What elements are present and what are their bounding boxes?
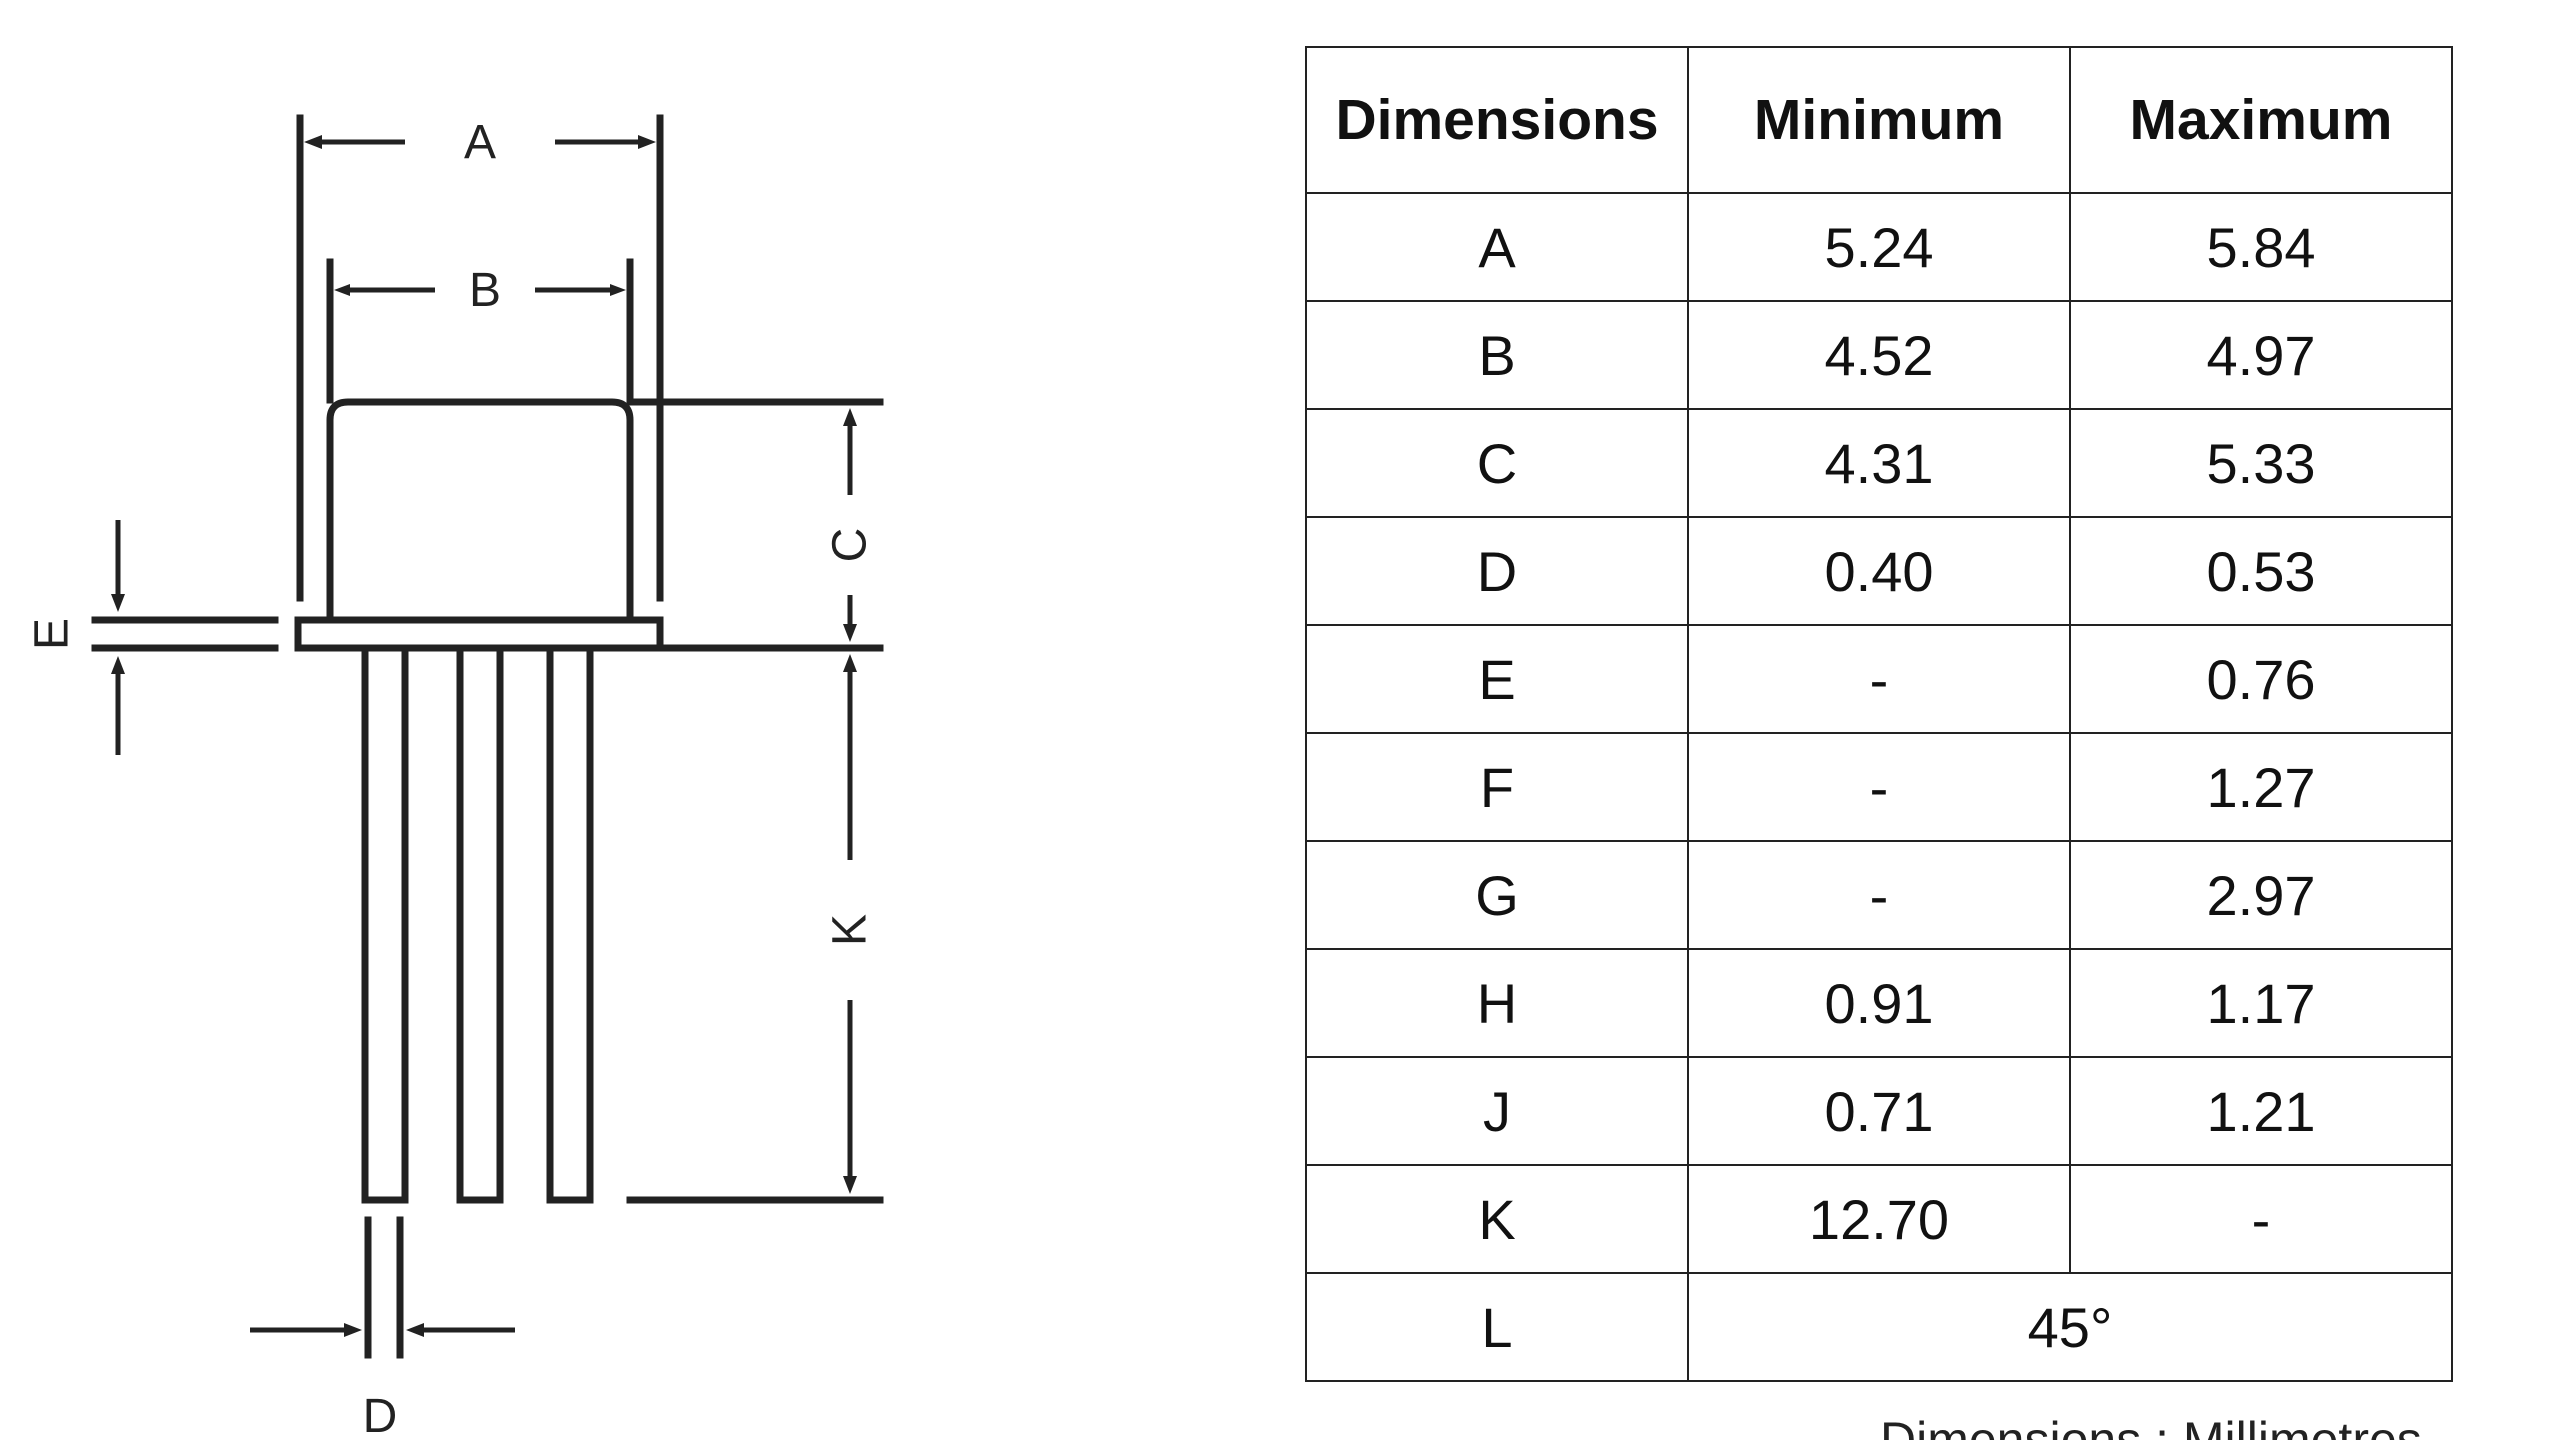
- arrowhead-d-left: [344, 1323, 362, 1337]
- table-row: B 4.52 4.97: [1305, 300, 2453, 410]
- cell-dimension: J: [1305, 1056, 1689, 1166]
- package-body: [326, 398, 634, 624]
- table-row: G - 2.97: [1305, 840, 2453, 950]
- lead-2: [456, 644, 504, 1204]
- arrowhead-k-top: [843, 654, 857, 672]
- dimension-label-a: A: [464, 116, 496, 169]
- dimensions-table: Dimensions Minimum Maximum A 5.24 5.84 B…: [1305, 46, 2453, 1382]
- cell-minimum: -: [1687, 624, 2071, 734]
- units-note: Dimensions : Millimetres: [1880, 1412, 2422, 1440]
- cell-minimum: -: [1687, 732, 2071, 842]
- cell-dimension: H: [1305, 948, 1689, 1058]
- cell-minimum: 0.91: [1687, 948, 2071, 1058]
- cell-maximum: 5.33: [2069, 408, 2453, 518]
- table-row: H 0.91 1.17: [1305, 948, 2453, 1058]
- package-outline-drawing: A B C K E D: [26, 114, 884, 1440]
- dimension-label-b: B: [469, 264, 501, 317]
- cell-minimum: 0.71: [1687, 1056, 2071, 1166]
- header-dimensions: Dimensions: [1305, 46, 1689, 194]
- cell-maximum: 1.17: [2069, 948, 2453, 1058]
- arrowhead-e-bottom: [111, 656, 125, 674]
- cell-dimension: C: [1305, 408, 1689, 518]
- cell-dimension: K: [1305, 1164, 1689, 1274]
- table-row: K 12.70 -: [1305, 1164, 2453, 1274]
- cell-maximum: 4.97: [2069, 300, 2453, 410]
- arrowhead-e-top: [111, 594, 125, 612]
- table-row: D 0.40 0.53: [1305, 516, 2453, 626]
- arrowhead-d-right: [406, 1323, 424, 1337]
- cell-minimum: 5.24: [1687, 192, 2071, 302]
- table-row: C 4.31 5.33: [1305, 408, 2453, 518]
- dimension-label-k: K: [824, 914, 877, 946]
- arrowhead-c-bottom: [843, 624, 857, 642]
- table-row: F - 1.27: [1305, 732, 2453, 842]
- arrowhead-b-left: [334, 284, 350, 296]
- header-maximum: Maximum: [2069, 46, 2453, 194]
- cell-dimension: G: [1305, 840, 1689, 950]
- arrowhead-b-right: [610, 284, 626, 296]
- cell-maximum: 1.27: [2069, 732, 2453, 842]
- cell-dimension: L: [1305, 1272, 1689, 1382]
- arrowhead-c-top: [843, 408, 857, 426]
- cell-angle-value: 45°: [1687, 1272, 2453, 1382]
- cell-dimension: A: [1305, 192, 1689, 302]
- table-row: A 5.24 5.84: [1305, 192, 2453, 302]
- cell-minimum: 4.52: [1687, 300, 2071, 410]
- cell-maximum: 2.97: [2069, 840, 2453, 950]
- cell-minimum: 4.31: [1687, 408, 2071, 518]
- cell-minimum: 0.40: [1687, 516, 2071, 626]
- cell-minimum: -: [1687, 840, 2071, 950]
- table-header-row: Dimensions Minimum Maximum: [1305, 46, 2453, 194]
- table-row-angle: L 45°: [1305, 1272, 2453, 1382]
- package-flange: [294, 616, 664, 652]
- cell-dimension: B: [1305, 300, 1689, 410]
- arrowhead-k-bottom: [843, 1176, 857, 1194]
- lead-3: [546, 644, 594, 1204]
- cell-maximum: -: [2069, 1164, 2453, 1274]
- cell-dimension: E: [1305, 624, 1689, 734]
- dimension-label-d: D: [363, 1390, 398, 1440]
- cell-maximum: 0.53: [2069, 516, 2453, 626]
- table-row: E - 0.76: [1305, 624, 2453, 734]
- cell-dimension: D: [1305, 516, 1689, 626]
- cell-minimum: 12.70: [1687, 1164, 2071, 1274]
- table-row: J 0.71 1.21: [1305, 1056, 2453, 1166]
- cell-maximum: 0.76: [2069, 624, 2453, 734]
- header-minimum: Minimum: [1687, 46, 2071, 194]
- dimension-label-e: E: [26, 618, 79, 650]
- cell-dimension: F: [1305, 732, 1689, 842]
- cell-maximum: 1.21: [2069, 1056, 2453, 1166]
- arrowhead-a-right: [638, 135, 656, 149]
- lead-1: [361, 644, 409, 1204]
- dimension-label-c: C: [824, 528, 877, 563]
- cell-maximum: 5.84: [2069, 192, 2453, 302]
- arrowhead-a-left: [304, 135, 322, 149]
